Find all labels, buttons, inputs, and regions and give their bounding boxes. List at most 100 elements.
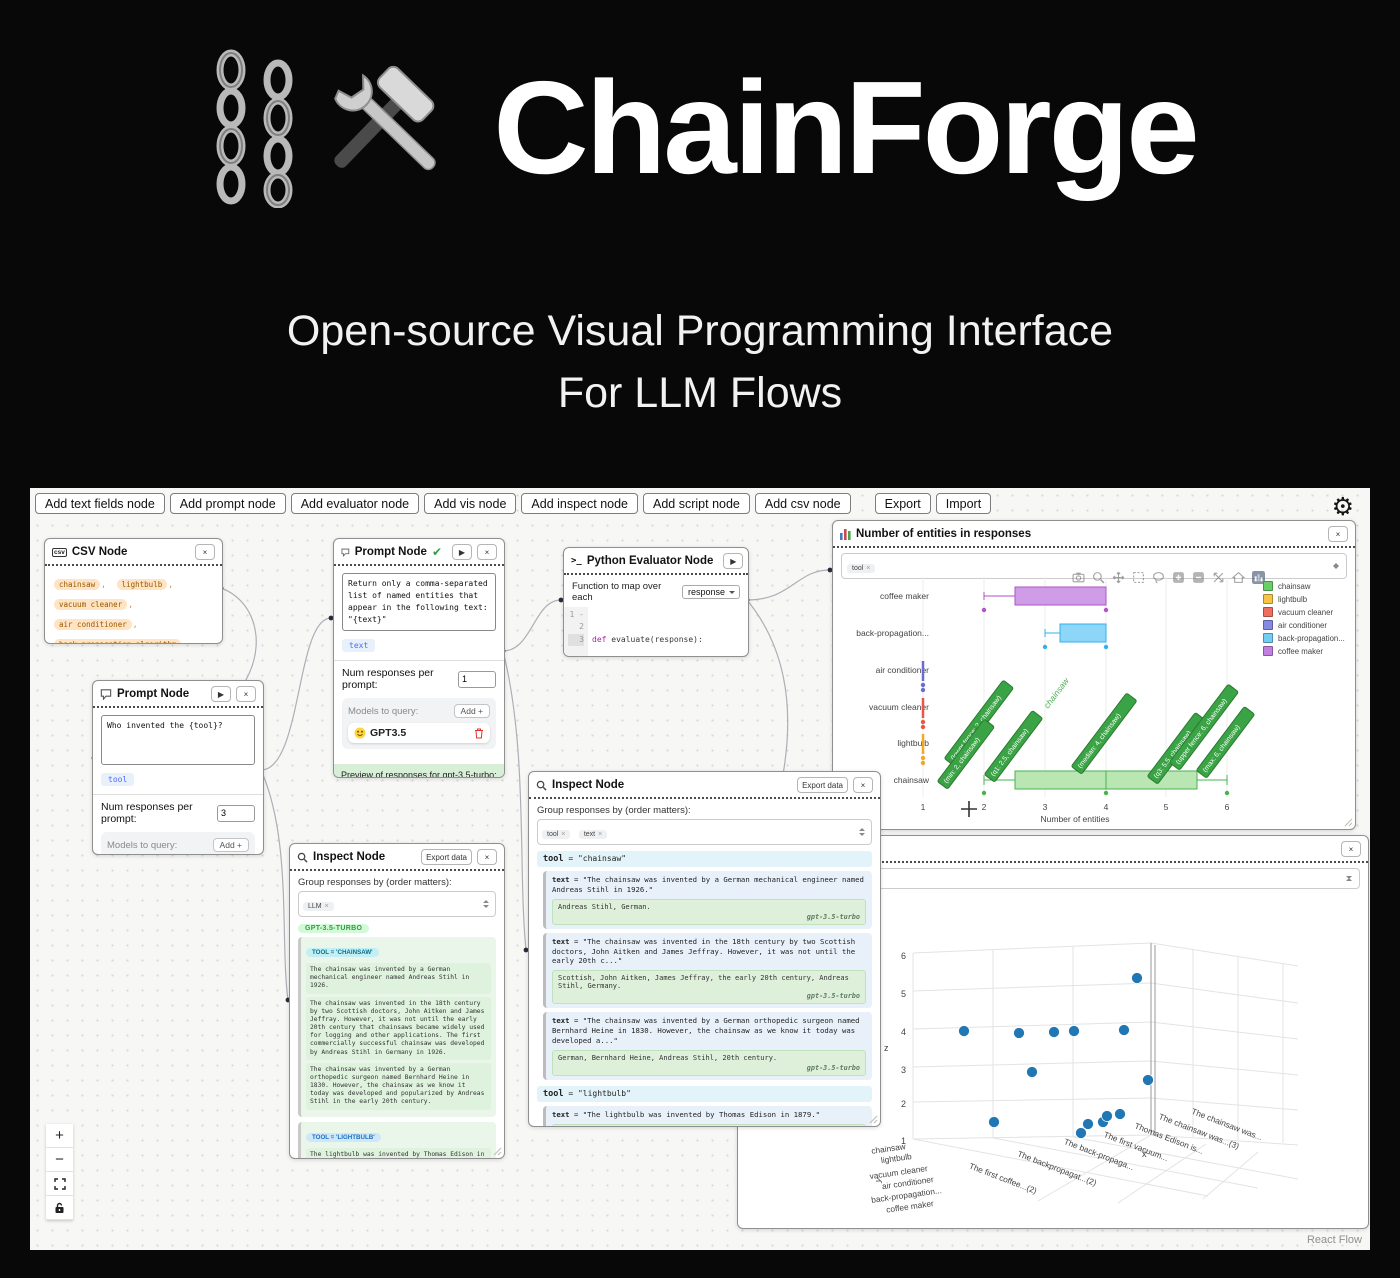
camera-icon[interactable] — [1072, 571, 1085, 584]
remove-tag-icon[interactable]: × — [598, 831, 603, 838]
trash-icon[interactable] — [474, 728, 484, 739]
resize-handle[interactable] — [869, 1115, 878, 1124]
close-icon[interactable]: × — [236, 686, 256, 702]
zoom-out-icon[interactable] — [1192, 571, 1205, 584]
vis-node-boxplot[interactable]: Number of entities in responses × tool× — [832, 520, 1356, 830]
llm-response[interactable]: Thomas Edison.gpt-3.5-turbo — [552, 1123, 866, 1126]
zoom-in-icon[interactable] — [1172, 571, 1185, 584]
add-vis-node-button[interactable]: Add vis node — [424, 493, 517, 514]
csv-tag[interactable]: vacuum cleaner — [54, 599, 128, 610]
zoom-icon[interactable] — [1092, 571, 1105, 584]
llm-response[interactable]: The chainsaw was invented by a German me… — [306, 963, 491, 994]
legend-item[interactable]: chainsaw — [1263, 581, 1349, 591]
legend-item[interactable]: lightbulb — [1263, 594, 1349, 604]
close-icon[interactable]: × — [1341, 841, 1361, 857]
plotly-logo-icon[interactable] — [1252, 571, 1265, 584]
legend-item[interactable]: coffee maker — [1263, 646, 1349, 656]
csv-tag[interactable]: back-propagation algorithm — [54, 639, 182, 643]
remove-tag-icon[interactable]: × — [561, 831, 566, 838]
prompt-node-top[interactable]: Prompt Node ✔ ▶ × Return only a comma-se… — [333, 538, 505, 778]
box-select-icon[interactable] — [1132, 571, 1145, 584]
add-model-button[interactable]: Add + — [212, 838, 249, 852]
python-evaluator-node[interactable]: >_ Python Evaluator Node ▶ × Function to… — [563, 547, 749, 657]
num-responses-input[interactable] — [217, 804, 255, 822]
add-prompt-node-button[interactable]: Add prompt node — [169, 493, 286, 514]
vis-filter-select[interactable] — [746, 868, 1360, 889]
inspect-node-left[interactable]: Inspect Node Export data × Group respons… — [289, 843, 505, 1159]
xtick: 2 — [982, 802, 987, 812]
close-icon[interactable]: × — [477, 544, 497, 560]
lock-button[interactable] — [46, 1196, 73, 1220]
llm-response[interactable]: Scottish, John Aitken, James Jeffray, th… — [552, 970, 866, 1005]
react-flow-attribution[interactable]: React Flow — [1306, 1234, 1362, 1246]
zoom-out-button[interactable]: − — [46, 1148, 73, 1172]
autoscale-icon[interactable] — [1212, 571, 1225, 584]
settings-gear-icon[interactable]: ⚙ — [1331, 492, 1354, 521]
resize-handle[interactable] — [493, 1147, 502, 1156]
close-icon[interactable]: × — [1328, 526, 1348, 542]
llm-response[interactable]: The lightbulb was invented by Thomas Edi… — [306, 1147, 491, 1158]
export-data-button[interactable]: Export data — [797, 777, 848, 793]
llm-response[interactable]: The chainsaw was invented in the 18th ce… — [306, 996, 491, 1060]
close-icon[interactable]: × — [853, 777, 873, 793]
prompt-textarea[interactable]: Return only a comma-separated list of na… — [342, 573, 496, 631]
model-label: gpt-3.5-turbo — [806, 1063, 860, 1072]
add-model-button[interactable]: Add + — [453, 704, 490, 718]
legend-item[interactable]: air conditioner — [1263, 620, 1349, 630]
llm-response[interactable]: Andreas Stihl, German.gpt-3.5-turbo — [552, 898, 866, 925]
csv-tag[interactable]: lightbulb — [116, 579, 168, 590]
resize-handle[interactable] — [1344, 818, 1353, 827]
scatter-3d-plot[interactable]: 6 5 4 3 2 1 z chainsaw — [738, 891, 1366, 1221]
xtick: 6 — [1225, 802, 1230, 812]
run-node-icon[interactable]: ▶ — [723, 553, 744, 569]
remove-tag-icon[interactable]: × — [324, 903, 329, 910]
prompt-textarea[interactable]: Who invented the {tool}? — [101, 715, 255, 765]
inspect-node-title: Inspect Node — [313, 851, 386, 863]
box-air-conditioner[interactable] — [920, 661, 926, 693]
zoom-in-button[interactable]: + — [46, 1124, 73, 1148]
map-select[interactable]: response — [681, 585, 740, 599]
group-by-select[interactable]: tool× text× — [537, 819, 872, 845]
csv-tag[interactable]: air conditioner — [54, 619, 132, 630]
run-node-icon[interactable]: ▶ — [211, 686, 231, 702]
template-var-tag[interactable]: text — [342, 639, 376, 652]
add-text-fields-node-button[interactable]: Add text fields node — [35, 493, 165, 514]
box-back-propagation[interactable] — [1042, 623, 1109, 650]
legend-item[interactable]: back-propagation... — [1263, 633, 1349, 643]
group-by-select[interactable]: LLM× — [298, 891, 496, 917]
close-icon[interactable]: × — [195, 544, 215, 560]
close-icon[interactable]: × — [748, 553, 749, 569]
box-chainsaw[interactable] — [981, 770, 1230, 796]
add-evaluator-node-button[interactable]: Add evaluator node — [290, 493, 420, 514]
box-vacuum-cleaner[interactable] — [920, 698, 926, 730]
llm-response[interactable]: German, Bernhard Heine, Andreas Stihl, 2… — [552, 1049, 866, 1076]
add-script-node-button[interactable]: Add script node — [643, 493, 750, 514]
run-node-icon[interactable]: ▶ — [452, 544, 472, 560]
flow-canvas[interactable]: Add text fields node Add prompt node Add… — [30, 488, 1370, 1250]
pan-icon[interactable] — [1112, 571, 1125, 584]
fit-view-button[interactable] — [46, 1172, 73, 1196]
code-editor[interactable]: 1 - 2 3 def evaluate(response): return {… — [564, 607, 748, 656]
lasso-select-icon[interactable] — [1152, 571, 1165, 584]
remove-tag-icon[interactable]: × — [866, 565, 871, 572]
csv-tag[interactable]: chainsaw — [54, 579, 101, 590]
reset-axes-home-icon[interactable] — [1232, 571, 1245, 584]
model-row[interactable]: GPT3.5 — [348, 723, 490, 743]
num-responses-input[interactable] — [458, 670, 496, 688]
llm-response[interactable]: The chainsaw was invented by a German or… — [306, 1062, 491, 1110]
export-data-button[interactable]: Export data — [421, 849, 472, 865]
legend-item[interactable]: vacuum cleaner — [1263, 607, 1349, 617]
ztick: 3 — [901, 1065, 906, 1075]
box-lightbulb[interactable] — [920, 734, 926, 766]
scatter-points[interactable] — [958, 972, 1154, 1139]
add-csv-node-button[interactable]: Add csv node — [754, 493, 851, 514]
add-inspect-node-button[interactable]: Add inspect node — [521, 493, 639, 514]
box-coffee-maker[interactable] — [981, 586, 1109, 613]
inspect-node-center[interactable]: Inspect Node Export data × Group respons… — [528, 771, 881, 1127]
close-icon[interactable]: × — [477, 849, 497, 865]
export-button[interactable]: Export — [874, 493, 931, 514]
template-var-tag[interactable]: tool — [101, 773, 135, 786]
prompt-node-left[interactable]: Prompt Node ▶ × Who invented the {tool}?… — [92, 680, 264, 855]
import-button[interactable]: Import — [935, 493, 992, 514]
csv-node[interactable]: csv CSV Node × chainsaw, lightbulb, vacu… — [44, 538, 223, 644]
